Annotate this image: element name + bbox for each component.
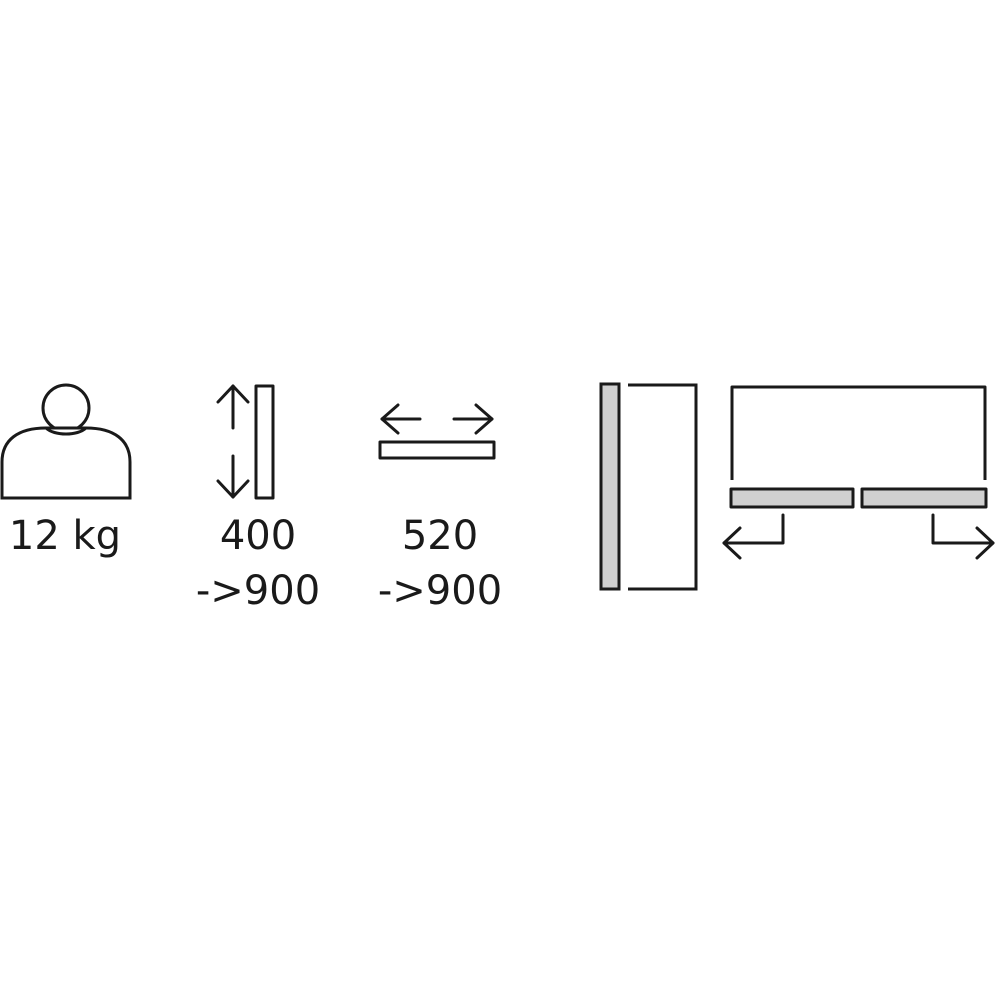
height-max-label: ->900 (195, 568, 321, 614)
right-arrow-head (474, 403, 494, 435)
up-arrow-head (216, 384, 250, 404)
down-arrow-head (216, 479, 250, 499)
gray-panel-vertical (599, 382, 621, 591)
width-min-label: 520 (401, 513, 479, 559)
horizontal-arrows-panel-icon (378, 403, 496, 460)
right-slide-arrow-head (975, 526, 995, 560)
vertical-arrows-panel-icon (216, 384, 275, 500)
left-slide-arrow (722, 513, 785, 545)
weight-label: 12 kg (8, 513, 122, 559)
right-slide-arrow (931, 513, 995, 545)
weight-icon (0, 383, 132, 500)
flat-panel (378, 440, 496, 460)
side-view-icon (599, 382, 698, 591)
width-max-label: ->900 (377, 568, 503, 614)
left-arrow-head (380, 403, 400, 435)
tall-panel (254, 384, 275, 500)
side-frame (628, 383, 698, 591)
left-slide-arrow-head (722, 526, 742, 560)
front-view-icon (722, 385, 995, 560)
gray-panel-right (860, 487, 988, 509)
gray-panel-left (729, 487, 855, 509)
height-min-label: 400 (219, 513, 297, 559)
front-frame (730, 385, 987, 480)
